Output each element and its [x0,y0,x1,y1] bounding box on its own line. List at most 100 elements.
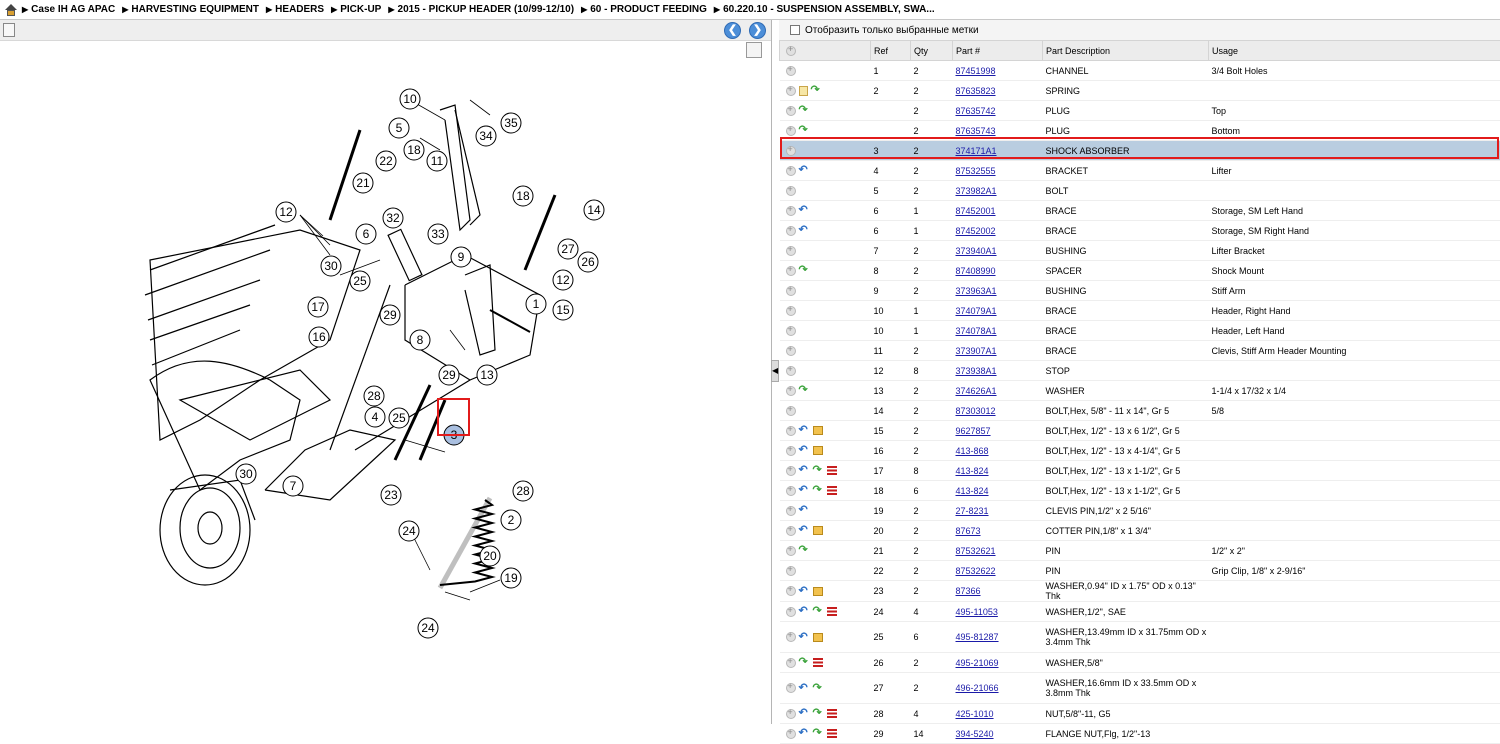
add-to-cart-icon[interactable] [786,166,796,176]
part-number-link[interactable]: 87303012 [956,406,996,416]
replacement-icon[interactable]: ↶ [799,632,810,643]
expand-all-icon[interactable] [786,46,796,56]
cell-part[interactable]: 87303012 [953,401,1043,421]
forward-arrow-icon[interactable]: ↷ [813,683,824,694]
cell-part[interactable]: 373907A1 [953,341,1043,361]
col-desc[interactable]: Part Description [1043,41,1209,61]
add-to-cart-icon[interactable] [786,586,796,596]
callout-label[interactable]: 2 [508,513,515,527]
forward-arrow-icon[interactable]: ↷ [813,728,824,739]
add-to-cart-icon[interactable] [786,186,796,196]
callout-label[interactable]: 22 [379,154,393,168]
cell-part[interactable]: 87532555 [953,161,1043,181]
part-number-link[interactable]: 413-824 [956,486,989,496]
col-usage[interactable]: Usage [1209,41,1500,61]
pane-splitter[interactable]: ◀ [771,360,779,382]
callout-label[interactable]: 26 [581,255,595,269]
add-to-cart-icon[interactable] [786,546,796,556]
cell-part[interactable]: 374171A1 [953,141,1043,161]
cell-part[interactable]: 413-824 [953,481,1043,501]
part-number-link[interactable]: 87532622 [956,566,996,576]
cell-part[interactable]: 9627857 [953,421,1043,441]
replacement-icon[interactable]: ↶ [799,586,810,597]
part-number-link[interactable]: 373938A1 [956,366,997,376]
part-number-link[interactable]: 87635742 [956,106,996,116]
cell-part[interactable]: 87635743 [953,121,1043,141]
callout-label[interactable]: 9 [458,250,465,264]
add-to-cart-icon[interactable] [786,426,796,436]
part-number-link[interactable]: 413-824 [956,466,989,476]
forward-arrow-icon[interactable]: ↷ [811,85,822,96]
list-icon[interactable] [813,658,823,667]
kit-box-icon[interactable] [813,426,823,435]
part-number-link[interactable]: 373940A1 [956,246,997,256]
callout-label[interactable]: 30 [239,467,253,481]
callout-label[interactable]: 24 [421,621,435,635]
add-to-cart-icon[interactable] [786,386,796,396]
list-icon[interactable] [827,466,837,475]
forward-arrow-icon[interactable]: ↷ [813,708,824,719]
cell-part[interactable]: 87532621 [953,541,1043,561]
callout-label[interactable]: 1 [533,297,540,311]
forward-arrow-icon[interactable]: ↷ [799,545,810,556]
breadcrumb-item[interactable]: ▶2015 - PICKUP HEADER (10/99-12/10) [388,4,574,15]
part-number-link[interactable]: 87532621 [956,546,996,556]
kit-box-icon[interactable] [813,526,823,535]
list-icon[interactable] [827,607,837,616]
home-icon[interactable] [4,4,18,16]
cell-part[interactable]: 87452002 [953,221,1043,241]
add-to-cart-icon[interactable] [786,566,796,576]
replacement-icon[interactable]: ↶ [799,728,810,739]
cell-part[interactable]: 374626A1 [953,381,1043,401]
add-to-cart-icon[interactable] [786,683,796,693]
add-to-cart-icon[interactable] [786,66,796,76]
add-to-cart-icon[interactable] [786,246,796,256]
cell-part[interactable]: 495-81287 [953,622,1043,653]
callout-label[interactable]: 4 [372,410,379,424]
callout-label[interactable]: 19 [504,571,518,585]
part-number-link[interactable]: 394-5240 [956,729,994,739]
cell-part[interactable]: 87635823 [953,81,1043,101]
cell-part[interactable]: 87673 [953,521,1043,541]
callout-label[interactable]: 29 [383,308,397,322]
list-icon[interactable] [827,486,837,495]
add-to-cart-icon[interactable] [786,632,796,642]
callout-label[interactable]: 33 [431,227,445,241]
add-to-cart-icon[interactable] [786,466,796,476]
list-icon[interactable] [827,709,837,718]
cell-part[interactable]: 413-824 [953,461,1043,481]
replacement-icon[interactable]: ↶ [799,205,810,216]
add-to-cart-icon[interactable] [786,326,796,336]
replacement-icon[interactable]: ↶ [799,708,810,719]
cell-part[interactable]: 87452001 [953,201,1043,221]
part-number-link[interactable]: 87635823 [956,86,996,96]
part-number-link[interactable]: 87452001 [956,206,996,216]
callout-label[interactable]: 28 [367,389,381,403]
add-to-cart-icon[interactable] [786,126,796,136]
add-to-cart-icon[interactable] [786,526,796,536]
callout-label[interactable]: 28 [516,484,530,498]
cell-part[interactable]: 413-868 [953,441,1043,461]
part-number-link[interactable]: 425-1010 [956,709,994,719]
